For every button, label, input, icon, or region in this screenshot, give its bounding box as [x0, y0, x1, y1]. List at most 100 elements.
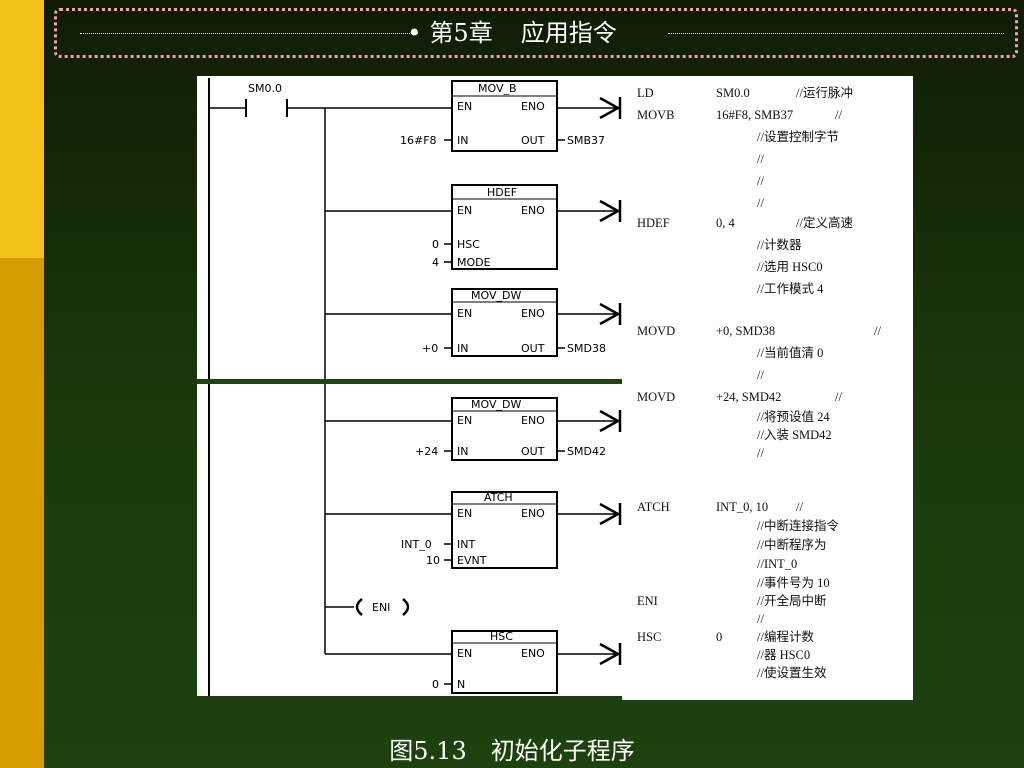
mov-dw-2-in: IN	[457, 445, 468, 458]
left-accent-stripe-top	[0, 0, 44, 258]
mov-dw-1-out-value: SMD38	[567, 342, 606, 355]
stl-arg: 0	[716, 630, 723, 644]
stl-op: MOVB	[637, 108, 675, 122]
atch-block: ATCH EN ENO INT EVNT INT_0 10	[325, 491, 622, 569]
stl-comment: //	[796, 500, 803, 514]
stl-op: HSC	[637, 630, 662, 644]
stl-comment: //INT_0	[757, 557, 798, 571]
stl-arg: 16#F8, SMB37	[716, 108, 794, 122]
hdef-en: EN	[457, 204, 472, 217]
mov-dw-2-out-value: SMD42	[567, 445, 606, 458]
mov-b-in-value: 16#F8	[400, 134, 437, 147]
slide-title: •第5章应用指令	[0, 14, 1024, 52]
atch-title: ATCH	[484, 491, 513, 504]
hdef-title: HDEF	[487, 186, 517, 199]
mov-b-out-value: SMB37	[567, 134, 605, 147]
stl-arg: +24, SMD42	[716, 390, 782, 404]
mov-dw-1-in-value: +0	[422, 342, 438, 355]
ladder-diagram-panel	[197, 76, 622, 696]
mov-dw-block-1: MOV_DW EN ENO IN OUT +0 SMD38	[325, 288, 622, 357]
hsc-en: EN	[457, 647, 472, 660]
stl-op: LD	[637, 86, 654, 100]
stl-comment: //工作模式 4	[757, 282, 824, 296]
stl-comment: //	[757, 196, 764, 210]
atch-eno: ENO	[521, 507, 545, 520]
mov-dw-2-title: MOV_DW	[471, 398, 521, 411]
mov-dw-1-en: EN	[457, 307, 472, 320]
atch-int: INT	[457, 538, 475, 551]
stl-comment: //	[757, 368, 764, 382]
mov-dw-1-out: OUT	[521, 342, 545, 355]
stl-op: MOVD	[637, 324, 676, 338]
stl-comment: //计数器	[757, 238, 802, 252]
mov-dw-1-in: IN	[457, 342, 468, 355]
atch-int-value: INT_0	[401, 538, 432, 551]
hdef-mode: MODE	[457, 256, 491, 269]
mov-dw-1-eno: ENO	[521, 307, 545, 320]
stl-comment: //器 HSC0	[757, 648, 811, 662]
mov-b-en: EN	[457, 100, 472, 113]
hdef-eno: ENO	[521, 204, 545, 217]
stl-comment: //选用 HSC0	[757, 260, 823, 274]
atch-en: EN	[457, 507, 472, 520]
hsc-n: N	[457, 678, 465, 691]
stl-arg: 0, 4	[716, 216, 735, 230]
stl-comment: //中断程序为	[757, 538, 827, 552]
chapter-label: 第5章	[429, 19, 493, 47]
mov-dw-2-out: OUT	[521, 445, 545, 458]
hdef-hsc: HSC	[457, 238, 480, 251]
mov-b-out: OUT	[521, 134, 545, 147]
title-rule-left	[80, 33, 418, 34]
eni-coil: ENI	[325, 598, 410, 616]
stl-arg: SM0.0	[716, 86, 750, 100]
stl-comment: //	[874, 324, 881, 338]
figure-caption: 图5.13 初始化子程序	[389, 737, 635, 765]
stl-comment: //	[757, 174, 764, 188]
atch-evnt: EVNT	[457, 554, 487, 567]
stl-comment: //	[757, 446, 764, 460]
stl-comment: //	[835, 108, 842, 122]
stl-op: ATCH	[637, 500, 670, 514]
mov-b-block: MOV_B EN ENO IN OUT 16#F8 SMB37	[400, 80, 622, 152]
stl-arg: +0, SMD38	[716, 324, 776, 338]
hdef-mode-value: 4	[432, 256, 439, 269]
stl-comment: //开全局中断	[757, 594, 827, 608]
stl-comment: //当前值清 0	[757, 346, 824, 360]
hsc-eno: ENO	[521, 647, 545, 660]
stl-comment: //定义高速	[796, 216, 853, 230]
left-accent-stripe-bottom	[0, 258, 44, 768]
contact-label: SM0.0	[248, 82, 282, 95]
stl-op: MOVD	[637, 390, 676, 404]
mov-dw-1-title: MOV_DW	[471, 289, 521, 302]
stl-comment: //设置控制字节	[757, 130, 839, 144]
stl-comment: //将预设值 24	[757, 410, 830, 424]
mov-b-title: MOV_B	[478, 82, 517, 95]
chapter-title: 应用指令	[520, 19, 617, 47]
hdef-hsc-value: 0	[432, 238, 439, 251]
stl-comment: //	[757, 612, 764, 626]
title-bullet: •	[407, 19, 422, 47]
title-frame	[54, 8, 1018, 58]
eni-label: ENI	[372, 601, 390, 614]
stl-arg: INT_0, 10	[716, 500, 769, 514]
atch-evnt-value: 10	[426, 554, 440, 567]
mov-b-eno: ENO	[521, 100, 545, 113]
hsc-n-value: 0	[432, 678, 439, 691]
stl-comment: //中断连接指令	[757, 519, 839, 533]
stl-op: ENI	[637, 594, 658, 608]
stl-comment: //编程计数	[757, 630, 814, 644]
mov-dw-block-2: MOV_DW EN ENO IN OUT +24 SMD42	[325, 397, 622, 461]
stl-op: HDEF	[637, 216, 670, 230]
hdef-block: HDEF EN ENO HSC MODE 0 4	[325, 184, 622, 270]
stl-comment: //	[835, 390, 842, 404]
mov-b-in: IN	[457, 134, 468, 147]
mov-dw-2-en: EN	[457, 414, 472, 427]
stl-comment: //运行脉冲	[796, 86, 853, 100]
stl-comment: //	[757, 152, 764, 166]
title-rule-right	[668, 33, 1004, 34]
mov-dw-2-eno: ENO	[521, 414, 545, 427]
hsc-block: HSC EN ENO N 0	[325, 630, 622, 694]
stl-comment: //入装 SMD42	[757, 428, 832, 442]
network-separator	[197, 379, 622, 384]
